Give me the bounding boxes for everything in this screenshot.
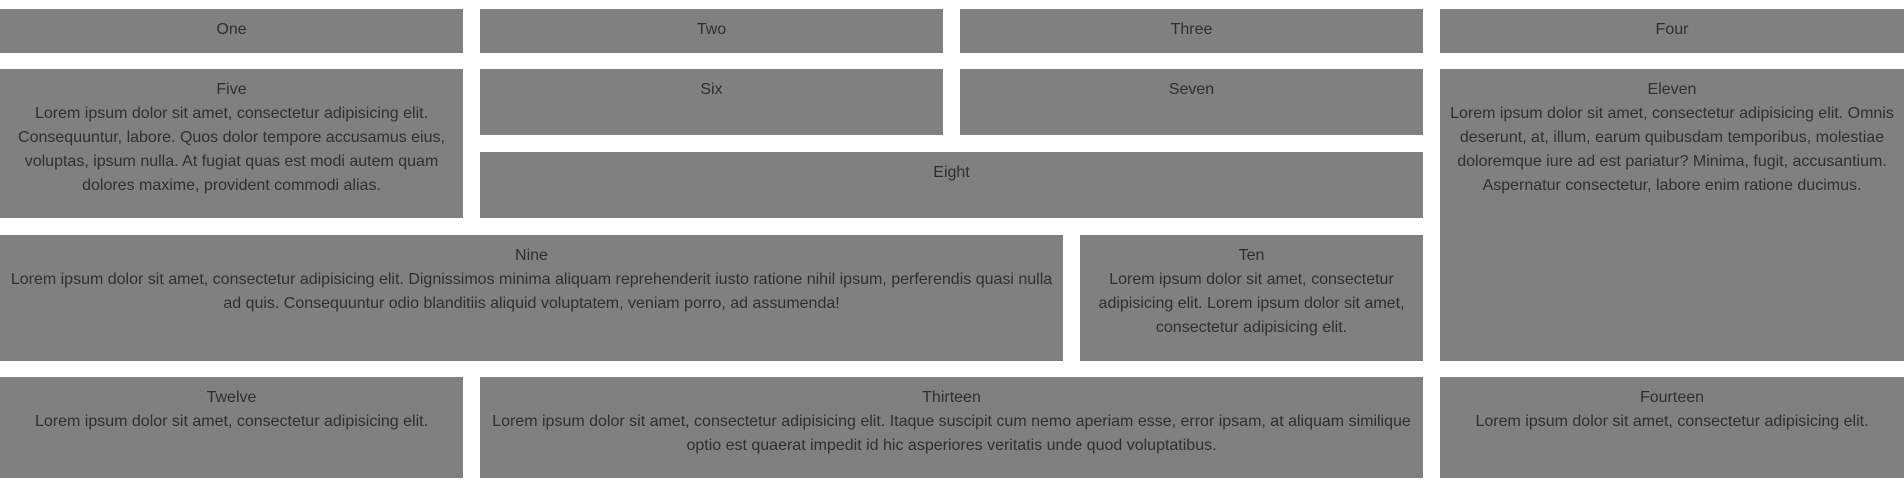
grid-item-one: One <box>0 9 463 53</box>
grid-item-title: Two <box>696 21 727 38</box>
grid-item-thirteen: Thirteen Lorem ipsum dolor sit amet, con… <box>480 377 1423 478</box>
grid-item-title: Nine <box>515 247 548 264</box>
grid-item-title: Three <box>1170 21 1213 38</box>
grid-item-eight: Eight <box>480 152 1423 218</box>
grid-item-body: Lorem ipsum dolor sit amet, consectetur … <box>492 413 1411 454</box>
grid-item-body: Lorem ipsum dolor sit amet, consectetur … <box>34 413 429 430</box>
grid-item-title: Five <box>216 81 247 98</box>
grid-item-body: Lorem ipsum dolor sit amet, consectetur … <box>18 105 445 194</box>
grid-item-title: Fourteen <box>1639 389 1705 406</box>
grid-item-ten: Ten Lorem ipsum dolor sit amet, consecte… <box>1080 235 1423 361</box>
grid-item-title: Twelve <box>206 389 257 406</box>
grid-item-title: Seven <box>1168 81 1215 98</box>
grid-item-fourteen: Fourteen Lorem ipsum dolor sit amet, con… <box>1440 377 1904 478</box>
grid-item-twelve: Twelve Lorem ipsum dolor sit amet, conse… <box>0 377 463 478</box>
grid-item-six: Six <box>480 69 943 135</box>
grid-item-seven: Seven <box>960 69 1423 135</box>
grid-item-title: Four <box>1655 21 1689 38</box>
grid-item-title: Eleven <box>1647 81 1697 98</box>
grid-item-title: Six <box>700 81 723 98</box>
grid-item-body: Lorem ipsum dolor sit amet, consectetur … <box>1098 271 1405 336</box>
grid-item-five: Five Lorem ipsum dolor sit amet, consect… <box>0 69 463 218</box>
grid-item-title: Ten <box>1238 247 1265 264</box>
grid-item-title: Thirteen <box>922 389 981 406</box>
grid-item-nine: Nine Lorem ipsum dolor sit amet, consect… <box>0 235 1063 361</box>
grid-item-three: Three <box>960 9 1423 53</box>
grid-item-body: Lorem ipsum dolor sit amet, consectetur … <box>1475 413 1869 430</box>
grid-item-eleven: Eleven Lorem ipsum dolor sit amet, conse… <box>1440 69 1904 361</box>
grid-item-two: Two <box>480 9 943 53</box>
grid-item-four: Four <box>1440 9 1904 53</box>
grid-item-title: Eight <box>933 164 970 181</box>
grid-item-body: Lorem ipsum dolor sit amet, consectetur … <box>1450 105 1894 194</box>
grid-item-body: Lorem ipsum dolor sit amet, consectetur … <box>10 271 1053 312</box>
grid-item-title: One <box>216 21 247 38</box>
